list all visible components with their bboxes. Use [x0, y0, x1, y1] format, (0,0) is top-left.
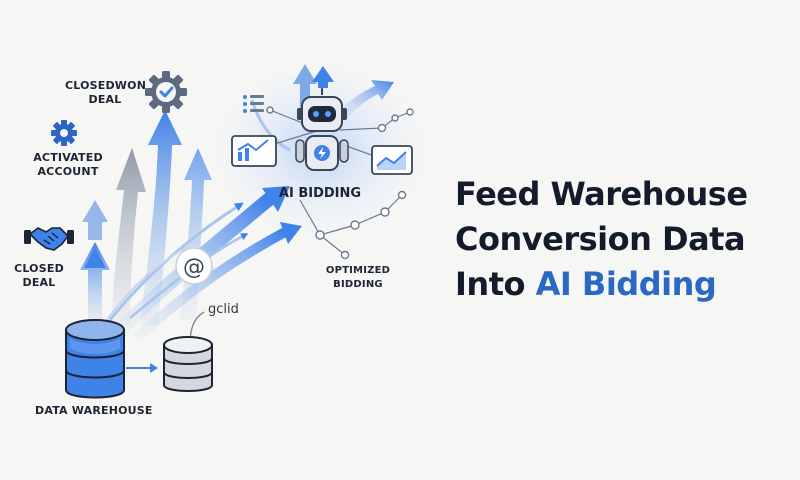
database-icon	[65, 319, 125, 399]
secondary-database-icon	[163, 336, 213, 392]
closedwon-label-line1: CLOSEDWON	[65, 79, 147, 92]
gear-icon	[51, 120, 77, 146]
headline-line2: Conversion Data	[455, 220, 746, 258]
output-arrows	[250, 64, 394, 152]
activated-label-line2: ACCOUNT	[37, 165, 99, 178]
network-nodes	[266, 106, 414, 260]
closedwon-deal-label: CLOSEDWON DEAL	[65, 79, 147, 107]
headline-line1: Feed Warehouse	[455, 175, 748, 213]
arrow-activated-account	[112, 148, 146, 325]
activated-account-label: ACTIVATED ACCOUNT	[28, 151, 108, 179]
svg-text:@: @	[183, 255, 205, 280]
closed-label-line2: DEAL	[22, 276, 56, 289]
line-chart-icon	[231, 135, 277, 167]
optimized-label-line1: OPTIMIZED	[325, 265, 391, 276]
optimized-label-line2: BIDDING	[333, 279, 383, 290]
arrow-closed-deal	[80, 200, 110, 325]
headline-line3: Into AI Bidding	[455, 262, 795, 307]
robot-icon	[295, 81, 349, 171]
closed-label-line1: CLOSED	[14, 262, 64, 275]
activated-label-line1: ACTIVATED	[33, 151, 103, 164]
closedwon-label-line2: DEAL	[88, 93, 122, 106]
gear-check-icon	[145, 71, 187, 113]
arrow-closedwon-deal	[140, 110, 182, 325]
at-sign-icon: @	[175, 247, 213, 285]
data-warehouse-label: DATA WAREHOUSE	[35, 404, 153, 417]
closed-deal-label: CLOSED DEAL	[10, 262, 68, 290]
headline-accent: AI Bidding	[535, 265, 717, 303]
optimized-bidding-label: OPTIMIZED BIDDING	[318, 264, 398, 292]
conversion-flow-diagram: @ AI BIDDING	[24, 60, 430, 399]
handshake-icon	[24, 227, 74, 251]
list-icon	[243, 95, 264, 113]
headline-line3-prefix: Into	[455, 265, 536, 303]
ai-bidding-label: AI BIDDING	[279, 186, 361, 201]
flow-arrow-small	[126, 363, 158, 373]
gclid-label: gclid	[208, 302, 239, 317]
trend-chart-icon	[371, 145, 413, 175]
headline: Feed Warehouse Conversion Data Into AI B…	[455, 172, 795, 307]
